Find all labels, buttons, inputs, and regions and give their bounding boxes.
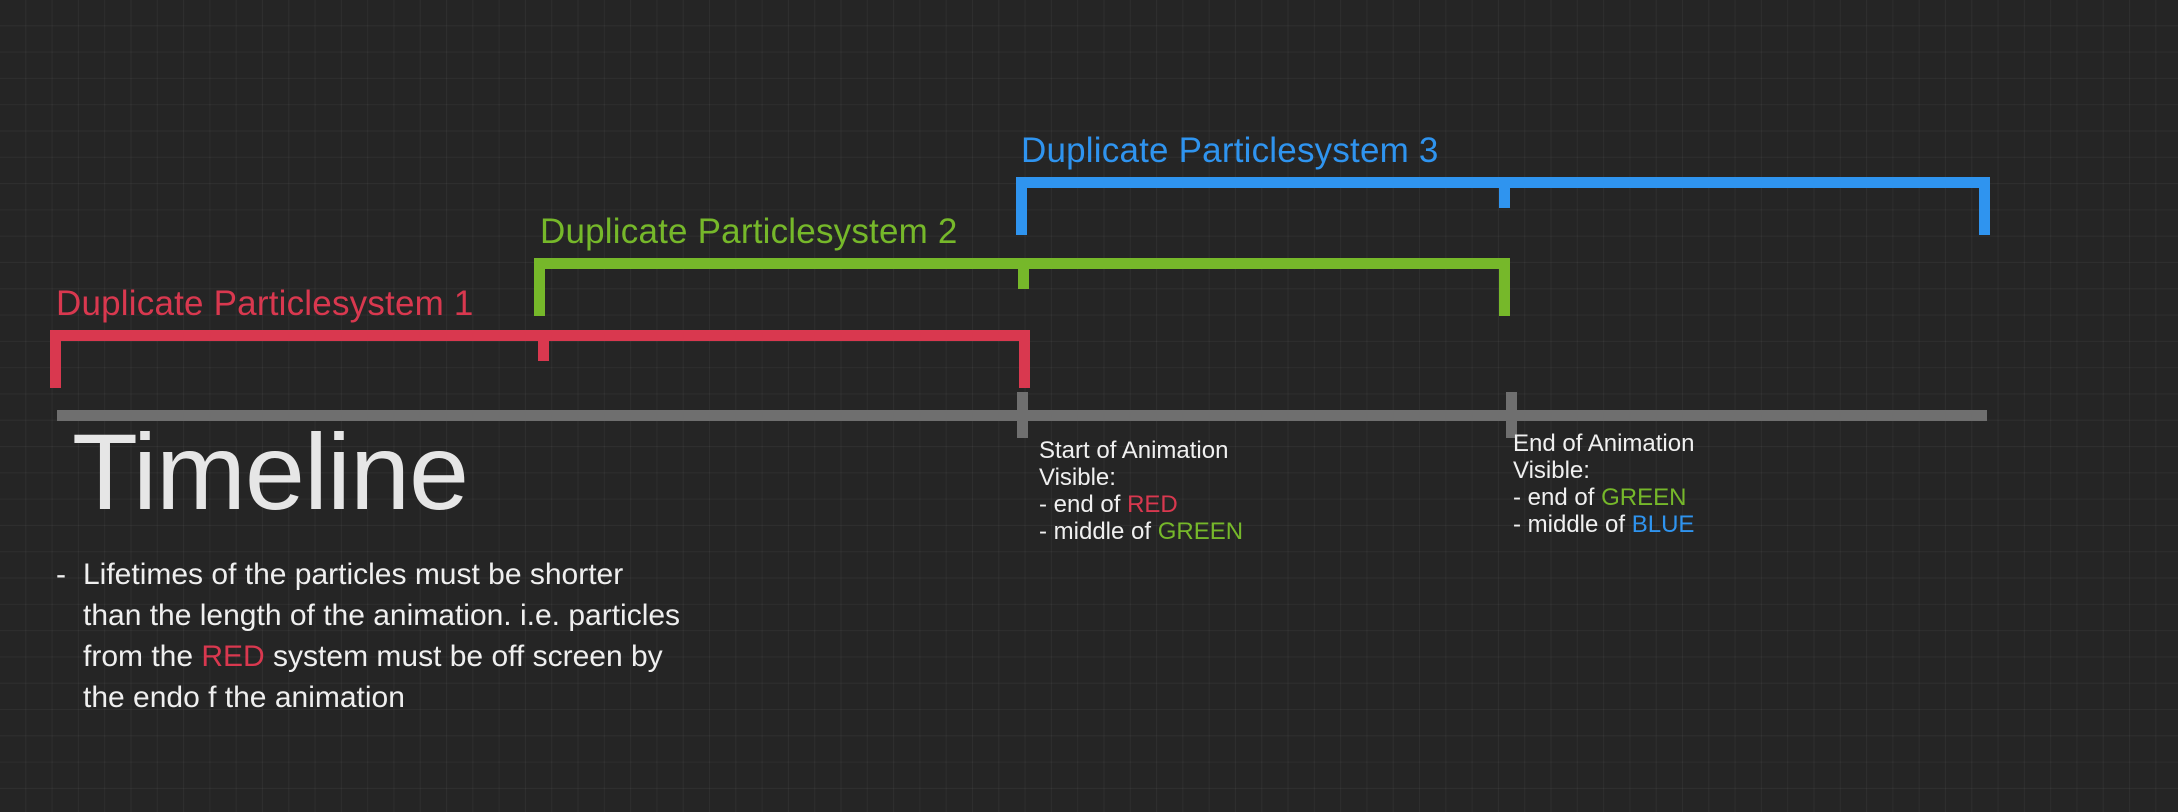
bracket-leg-start [534, 258, 545, 316]
annotation-item-value: BLUE [1631, 511, 1695, 538]
note-highlight: RED [201, 640, 265, 673]
track-label-particlesystem-2: Duplicate Particlesystem 2 [540, 212, 958, 251]
annotation-item-prefix: - middle of [1039, 518, 1158, 545]
annotation-subtitle: Visible: [1513, 457, 1590, 484]
annotation-title: Start of Animation [1039, 437, 1229, 464]
page-title: Timeline [72, 411, 469, 532]
note-text: from the [83, 640, 202, 673]
annotation-end-of-animation: End of Animation Visible: - end of GREEN… [1513, 430, 1694, 538]
note-lines: Lifetimes of the particles must be short… [83, 554, 886, 718]
bracket-leg-middle [538, 330, 549, 361]
timeline-tick-start-of-animation [1017, 392, 1028, 438]
note-line: than the length of the animation. i.e. p… [83, 599, 681, 632]
track-label-particlesystem-3: Duplicate Particlesystem 3 [1021, 131, 1439, 170]
note-text: system must be off screen by [264, 640, 663, 673]
track-label-particlesystem-1: Duplicate Particlesystem 1 [56, 284, 474, 323]
note-line: from the RED system must be off screen b… [83, 636, 886, 677]
bracket-leg-start [50, 330, 61, 388]
note-bullet-dash: - [56, 558, 66, 591]
bracket-leg-end [1979, 177, 1990, 235]
annotation-item-prefix: - end of [1513, 484, 1602, 511]
note-block: - Lifetimes of the particles must be sho… [56, 554, 886, 718]
bracket-leg-middle [1499, 177, 1510, 208]
note-line: the endo f the animation [83, 681, 405, 714]
annotation-item: - end of GREEN [1513, 484, 1694, 511]
bracket-leg-start [1016, 177, 1027, 235]
bracket-leg-middle [1018, 258, 1029, 289]
annotation-item-value: GREEN [1601, 484, 1687, 511]
annotation-item-prefix: - end of [1039, 491, 1128, 518]
bracket-leg-end [1019, 330, 1030, 388]
annotation-item-prefix: - middle of [1513, 511, 1632, 538]
timeline-tick-end-of-animation [1506, 392, 1517, 438]
annotation-item: - end of RED [1039, 491, 1243, 518]
annotation-item-value: GREEN [1157, 518, 1244, 545]
annotation-subtitle: Visible: [1039, 464, 1116, 491]
annotation-item: - middle of GREEN [1039, 518, 1243, 545]
annotation-start-of-animation: Start of Animation Visible: - end of RED… [1039, 437, 1243, 545]
annotation-item: - middle of BLUE [1513, 511, 1694, 538]
annotation-title: End of Animation [1513, 430, 1695, 457]
note-line: Lifetimes of the particles must be short… [83, 558, 624, 591]
annotation-item-value: RED [1127, 491, 1178, 518]
bracket-leg-end [1499, 258, 1510, 316]
